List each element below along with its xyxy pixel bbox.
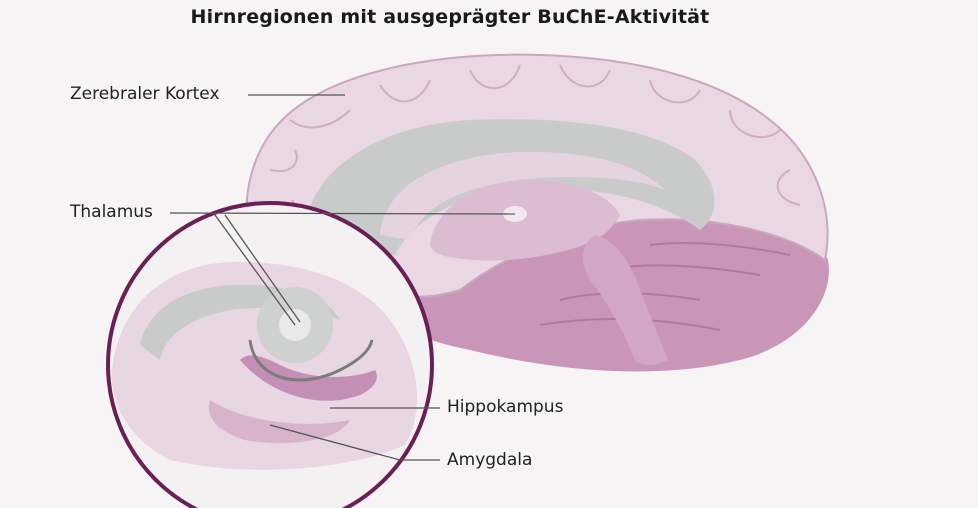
label-amygdala: Amygdala (447, 450, 532, 470)
label-cortex: Zerebraler Kortex (70, 84, 220, 104)
label-hippocampus: Hippokampus (447, 397, 563, 417)
label-thalamus: Thalamus (70, 202, 153, 222)
